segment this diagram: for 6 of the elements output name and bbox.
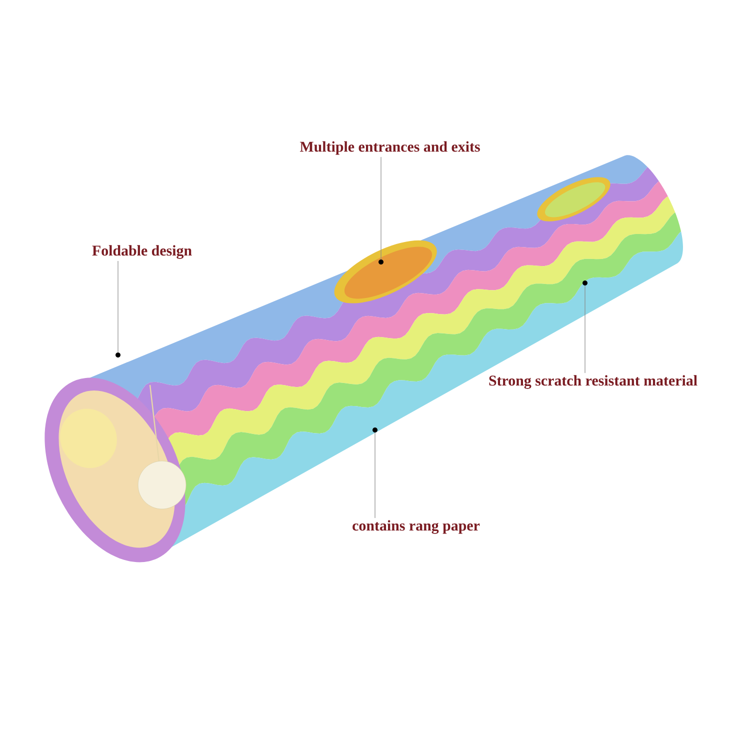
callout-label: contains rang paper [352, 520, 480, 534]
callout-label: Strong scratch resistant material [489, 375, 698, 389]
callout-label: Multiple entrances and exits [300, 141, 480, 155]
callout-label: Foldable design [92, 245, 192, 259]
leader-line [584, 285, 586, 374]
leader-line [374, 432, 376, 518]
